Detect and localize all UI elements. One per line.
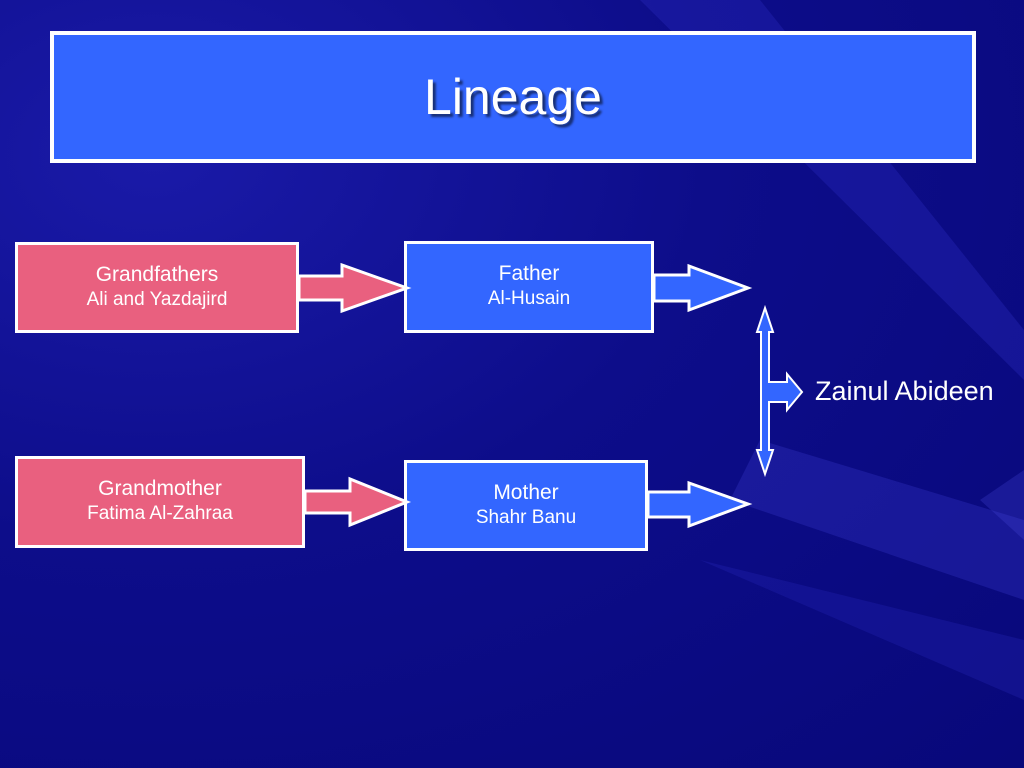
arrow-grandfathers-to-father <box>297 262 412 314</box>
arrow-father-out <box>652 263 753 313</box>
grandfathers-node: Grandfathers Ali and Yazdajird <box>15 242 299 333</box>
arrow-grandmother-to-mother <box>303 476 412 528</box>
grandmother-heading: Grandmother <box>98 477 222 500</box>
grandmother-names: Fatima Al-Zahraa <box>87 503 233 524</box>
arrow-parents-to-child <box>755 304 804 478</box>
grandfathers-names: Ali and Yazdajird <box>86 289 228 310</box>
title-banner: Lineage <box>50 31 976 163</box>
mother-heading: Mother <box>493 481 559 504</box>
mother-names: Shahr Banu <box>475 507 577 528</box>
child-name: Zainul Abideen <box>815 376 994 406</box>
arrow-mother-out <box>646 480 753 529</box>
father-names: Al-Husain <box>487 288 571 309</box>
father-heading: Father <box>498 262 560 285</box>
grandfathers-heading: Grandfathers <box>95 263 219 286</box>
slide-title: Lineage <box>424 69 602 125</box>
grandmother-node: Grandmother Fatima Al-Zahraa <box>15 456 305 548</box>
